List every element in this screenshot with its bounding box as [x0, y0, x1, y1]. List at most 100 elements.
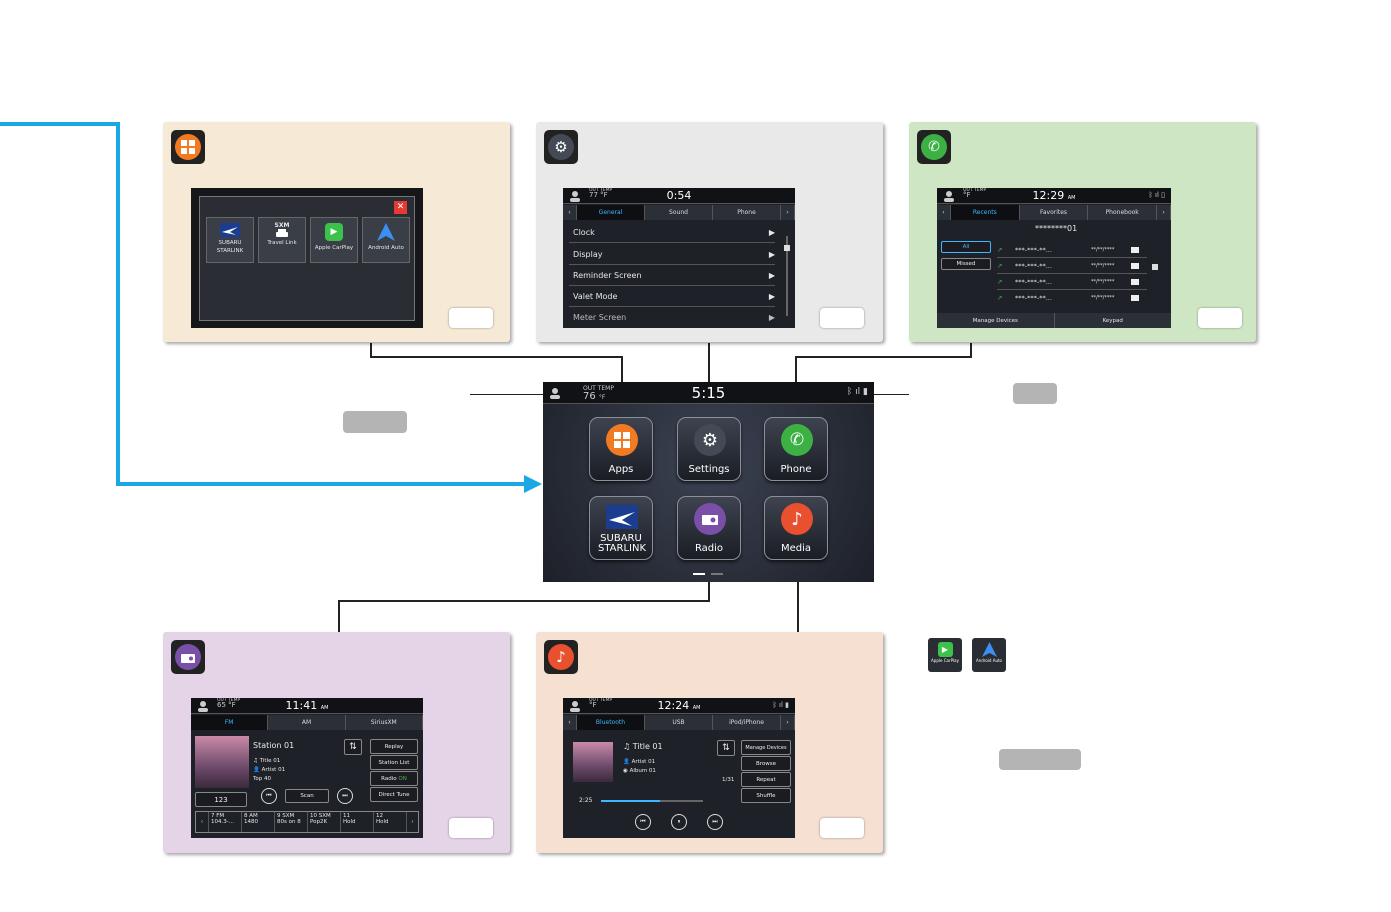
- next-track-button[interactable]: ⏭: [707, 814, 723, 830]
- scroll-thumb[interactable]: [784, 245, 790, 251]
- list-item[interactable]: ↗***-***-**...**/**/****: [997, 290, 1147, 306]
- preset-item[interactable]: 11 Hold: [340, 812, 373, 832]
- manage-devices-button[interactable]: Manage Devices: [741, 740, 791, 755]
- settings-row-clock[interactable]: Clock▶: [569, 222, 775, 243]
- settings-row-valet[interactable]: Valet Mode▶: [569, 286, 775, 307]
- status-bar: OUT TEMP°F 12:29 AM ᛒ ıl ▯: [937, 188, 1171, 204]
- call-header: ********01: [1035, 224, 1078, 233]
- pointer-statusbar-left: [470, 394, 546, 395]
- settings-panel-icon: ⚙: [544, 130, 578, 164]
- clock: 12:24 AM: [657, 699, 701, 712]
- call-outgoing-icon: ↗: [997, 277, 1003, 286]
- tile-apps[interactable]: Apps: [589, 417, 653, 481]
- settings-row-reminder[interactable]: Reminder Screen▶: [569, 265, 775, 286]
- tab-general[interactable]: General: [577, 205, 645, 220]
- tile-starlink[interactable]: SUBARU STARLINK: [589, 496, 653, 560]
- preset-item[interactable]: 12 Hold: [373, 812, 406, 832]
- settings-row-meter[interactable]: Meter Screen▶: [573, 313, 775, 322]
- replay-button[interactable]: Replay: [370, 739, 418, 754]
- connector-phone: [795, 356, 972, 358]
- tile-settings[interactable]: ⚙Settings: [677, 417, 741, 481]
- app-tile-android-auto[interactable]: Android Auto: [362, 217, 410, 263]
- previous-track-button[interactable]: ⏮: [635, 814, 651, 830]
- tab-am[interactable]: AM: [268, 715, 346, 730]
- tab-fm[interactable]: FM: [191, 715, 269, 730]
- list-item[interactable]: ↗***-***-**...**/**/****: [997, 242, 1147, 258]
- keypad-button[interactable]: Keypad: [1102, 317, 1123, 324]
- scroll-thumb[interactable]: [1152, 264, 1158, 270]
- clock: 0:54: [666, 189, 692, 202]
- seek-back-button[interactable]: ⏮: [261, 788, 277, 804]
- tab-prev[interactable]: ‹: [937, 205, 951, 220]
- browse-button[interactable]: Browse: [741, 756, 791, 771]
- song-artist: 👤 Artist 01: [253, 767, 286, 773]
- shuffle-button[interactable]: Shuffle: [741, 788, 791, 803]
- radio-toggle-button[interactable]: Radio ON: [370, 771, 418, 786]
- tab-usb[interactable]: USB: [645, 715, 713, 730]
- tile-media[interactable]: ♪Media: [764, 496, 828, 560]
- tab-next[interactable]: ›: [781, 715, 795, 730]
- frequency-field[interactable]: 123: [195, 792, 247, 807]
- tab-recents[interactable]: Recents: [951, 205, 1020, 220]
- tab-prev[interactable]: ‹: [563, 205, 577, 220]
- direct-tune-button[interactable]: Direct Tune: [370, 787, 418, 802]
- tab-prev[interactable]: ‹: [563, 715, 577, 730]
- android-auto-icon: [377, 223, 395, 241]
- progress-fill: [601, 800, 661, 802]
- page-ref-pill: [449, 308, 493, 328]
- user-icon: [570, 191, 580, 202]
- tab-sound[interactable]: Sound: [645, 205, 713, 220]
- tab-next[interactable]: ›: [781, 205, 795, 220]
- blue-arrow: [116, 482, 528, 486]
- list-item[interactable]: ↗***-***-**...**/**/****: [997, 258, 1147, 274]
- preset-next[interactable]: ›: [406, 812, 418, 832]
- grid-icon: [614, 432, 630, 448]
- repeat-button[interactable]: Repeat: [741, 772, 791, 787]
- preset-prev[interactable]: ‹: [200, 819, 204, 825]
- tab-next[interactable]: ›: [1157, 205, 1171, 220]
- clock: 11:41 AM: [285, 699, 329, 712]
- app-label: SUBARU STARLINK: [216, 240, 244, 254]
- tab-phone[interactable]: Phone: [713, 205, 781, 220]
- seek-forward-button[interactable]: ⏭: [337, 788, 353, 804]
- tab-ipod[interactable]: iPod/iPhone: [713, 715, 781, 730]
- app-tile-carplay[interactable]: ▶ Apple CarPlay: [310, 217, 358, 263]
- manage-devices-button[interactable]: Manage Devices: [937, 313, 1055, 328]
- radio-icon: [181, 653, 195, 663]
- tile-radio[interactable]: Radio: [677, 496, 741, 560]
- app-tile-travel-link[interactable]: SXM Travel Link: [258, 217, 306, 263]
- eq-button[interactable]: ⇅: [344, 739, 362, 755]
- page-indicator: [693, 573, 705, 575]
- filter-missed[interactable]: Missed: [941, 258, 991, 270]
- settings-row-display[interactable]: Display▶: [569, 244, 775, 265]
- tab-siriusxm[interactable]: SiriusXM: [346, 715, 423, 730]
- scrollbar[interactable]: [786, 236, 788, 316]
- tab-phonebook[interactable]: Phonebook: [1088, 205, 1158, 220]
- eq-button[interactable]: ⇅: [717, 740, 735, 756]
- app-label: Travel Link: [267, 240, 297, 246]
- message-icon: [1131, 262, 1139, 269]
- page-ref-pill: [820, 308, 864, 328]
- app-tile-starlink[interactable]: SUBARU STARLINK: [206, 217, 254, 263]
- pause-button[interactable]: ⏸: [671, 814, 687, 830]
- list-item[interactable]: ↗***-***-**...**/**/****: [997, 274, 1147, 290]
- tab-bluetooth[interactable]: Bluetooth: [577, 715, 645, 730]
- media-tabs: ‹ Bluetooth USB iPod/iPhone ›: [563, 715, 795, 730]
- station-list-button[interactable]: Station List: [370, 755, 418, 770]
- close-icon[interactable]: ✕: [394, 201, 407, 214]
- tab-favorites[interactable]: Favorites: [1020, 205, 1089, 220]
- filter-all[interactable]: All: [941, 241, 991, 253]
- bluetooth-icon: ᛒ ıl ▮: [846, 387, 868, 397]
- bluetooth-icon: ᛒ ıl ▮: [772, 701, 789, 709]
- connector-apps: [370, 343, 372, 357]
- scan-button[interactable]: Scan: [285, 789, 329, 803]
- tile-phone[interactable]: ✆Phone: [764, 417, 828, 481]
- progress-bar[interactable]: [601, 800, 703, 802]
